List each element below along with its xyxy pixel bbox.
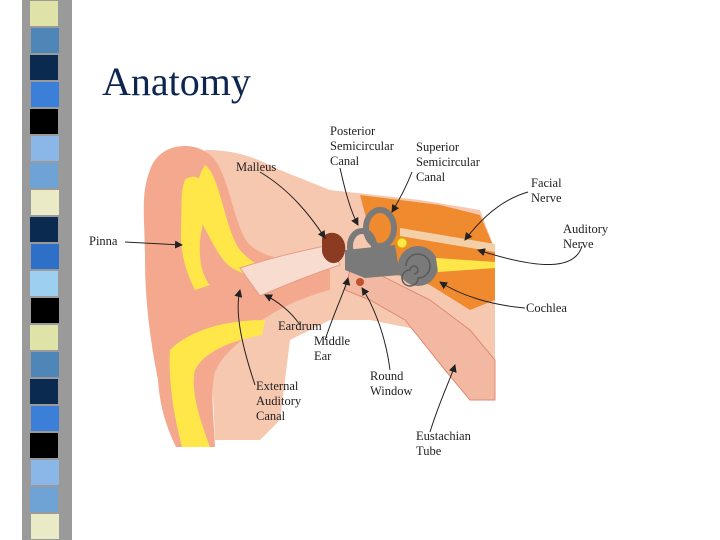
stripe-square <box>30 109 58 134</box>
ear-anatomy-diagram <box>80 115 720 485</box>
label-pinna: Pinna <box>89 234 117 249</box>
label-eustachian-tube: Eustachian Tube <box>416 429 471 459</box>
label-eardrum: Eardrum <box>278 319 322 334</box>
vestibule <box>345 245 400 278</box>
stripe-square <box>31 28 59 53</box>
round-window-shape <box>356 278 364 286</box>
stripe-square <box>30 1 58 26</box>
stripe-square <box>30 163 58 188</box>
stripe-square <box>31 460 59 485</box>
label-round-window: Round Window <box>370 369 413 399</box>
stripe-square <box>30 271 58 296</box>
stripe-bar-background <box>22 0 72 540</box>
label-auditory-nerve: Auditory Nerve <box>563 222 608 252</box>
stripe-square <box>30 433 58 458</box>
stripe-square <box>30 487 58 512</box>
nerve-junction <box>397 238 407 248</box>
stripe-square <box>30 379 58 404</box>
stripe-square <box>30 217 58 242</box>
stripe-square <box>31 190 59 215</box>
label-external-canal: External Auditory Canal <box>256 379 301 424</box>
stripe-square <box>31 244 59 269</box>
stripe-square <box>30 55 58 80</box>
label-cochlea: Cochlea <box>526 301 567 316</box>
decorative-stripe-bar <box>22 0 72 540</box>
label-facial-nerve: Facial Nerve <box>531 176 562 206</box>
slide-title: Anatomy <box>102 58 251 105</box>
stripe-square <box>31 136 59 161</box>
stripe-square <box>31 298 59 323</box>
label-middle-ear: Middle Ear <box>314 334 350 364</box>
stripe-square <box>31 406 59 431</box>
label-malleus: Malleus <box>236 160 276 175</box>
stripe-square <box>31 514 59 539</box>
stripe-square <box>31 352 59 377</box>
stripe-square <box>30 325 58 350</box>
label-posterior-canal: Posterior Semicircular Canal <box>330 124 394 169</box>
stripe-square <box>31 82 59 107</box>
label-superior-canal: Superior Semicircular Canal <box>416 140 480 185</box>
